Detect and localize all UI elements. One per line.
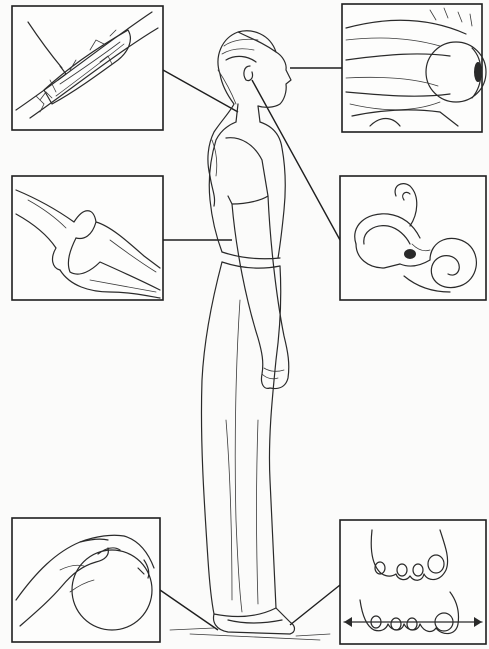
panel-hand-frame — [12, 518, 160, 642]
standing-woman — [170, 31, 330, 640]
woman-sleeve — [226, 138, 268, 204]
floor-shadow — [170, 628, 330, 640]
panel-ear-frame — [340, 176, 486, 300]
panel-eye — [342, 4, 486, 132]
panel-muscle-spindle — [12, 6, 163, 130]
hair-strands — [212, 39, 258, 176]
trouser-hem — [214, 608, 276, 616]
leader-muscle — [163, 70, 238, 112]
leader-ear — [252, 80, 340, 240]
panel-muscle-frame — [12, 6, 163, 130]
panel-feet-frame — [340, 520, 486, 644]
panel-joint-frame — [12, 176, 163, 300]
panel-inner-ear — [340, 176, 486, 300]
leader-lines — [160, 68, 342, 630]
panel-feet — [340, 520, 486, 644]
leader-hand — [160, 590, 218, 630]
woman-waistband — [222, 252, 280, 268]
leader-feet — [290, 585, 340, 625]
woman-ear — [244, 66, 253, 81]
panel-hand — [12, 518, 160, 642]
woman-feet — [214, 608, 295, 634]
trouser-crease — [226, 300, 258, 612]
woman-neck — [236, 104, 260, 122]
woman-hand-fingers — [262, 368, 284, 379]
panel-eye-frame — [342, 4, 482, 132]
woman-trousers — [201, 262, 280, 614]
panel-joint — [12, 176, 163, 300]
